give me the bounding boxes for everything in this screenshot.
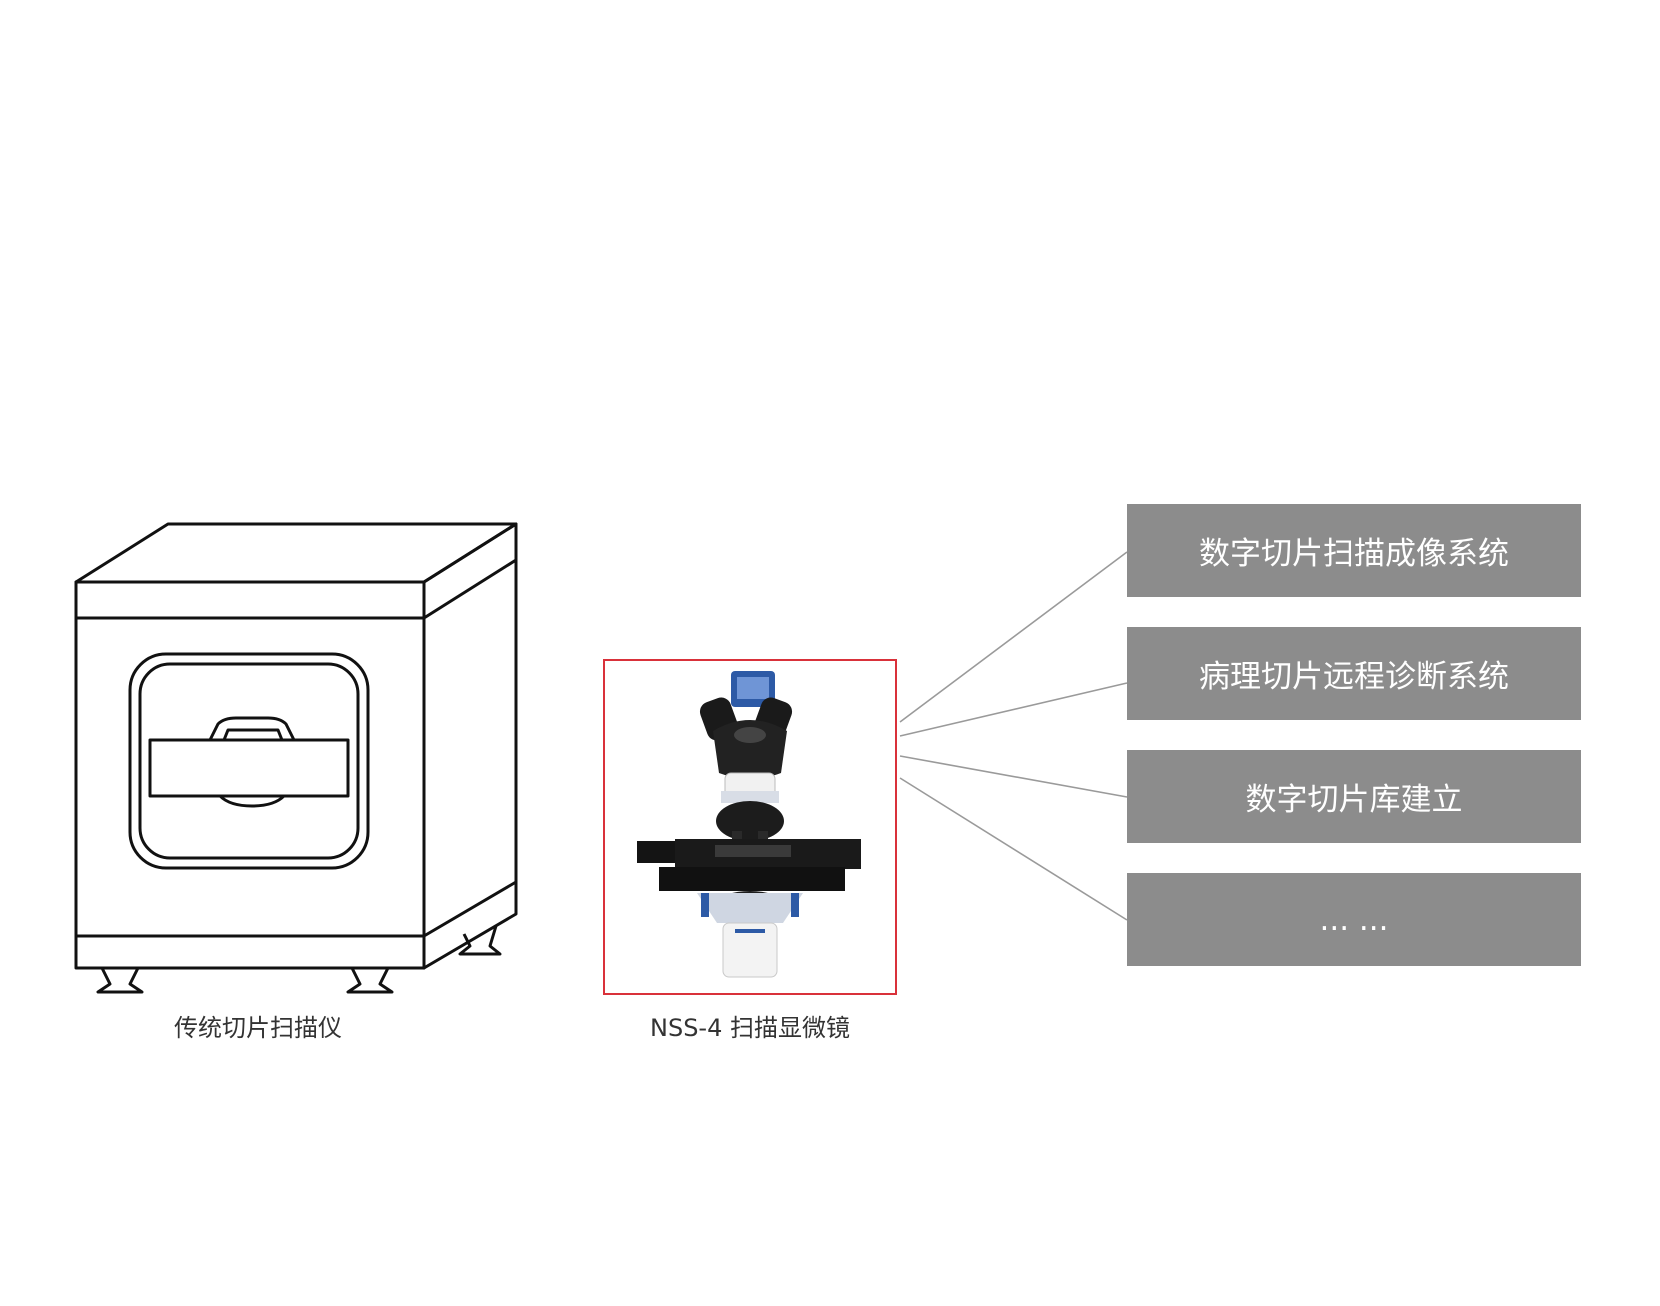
system-box-label: 数字切片扫描成像系统 bbox=[1199, 536, 1509, 572]
system-box-imaging: 数字切片扫描成像系统 bbox=[1127, 504, 1581, 597]
slide-scanner-icon bbox=[74, 522, 518, 994]
connector-0 bbox=[899, 551, 1128, 723]
system-box-label: 病理切片远程诊断系统 bbox=[1199, 659, 1509, 695]
system-box-label: 数字切片库建立 bbox=[1245, 782, 1463, 818]
system-box-remote-diagnosis: 病理切片远程诊断系统 bbox=[1127, 627, 1581, 720]
system-box-label: ... ... bbox=[1319, 901, 1389, 938]
system-box-more: ... ... bbox=[1127, 873, 1581, 966]
connector-2 bbox=[899, 755, 1128, 798]
system-box-slide-library: 数字切片库建立 bbox=[1127, 750, 1581, 843]
microscope-frame bbox=[603, 659, 897, 995]
connector-1 bbox=[899, 682, 1128, 737]
microscope-caption: NSS-4 扫描显微镜 bbox=[650, 1014, 850, 1042]
connector-3 bbox=[899, 777, 1128, 921]
microscope-icon bbox=[637, 671, 861, 978]
scanner-caption: 传统切片扫描仪 bbox=[174, 1014, 342, 1042]
